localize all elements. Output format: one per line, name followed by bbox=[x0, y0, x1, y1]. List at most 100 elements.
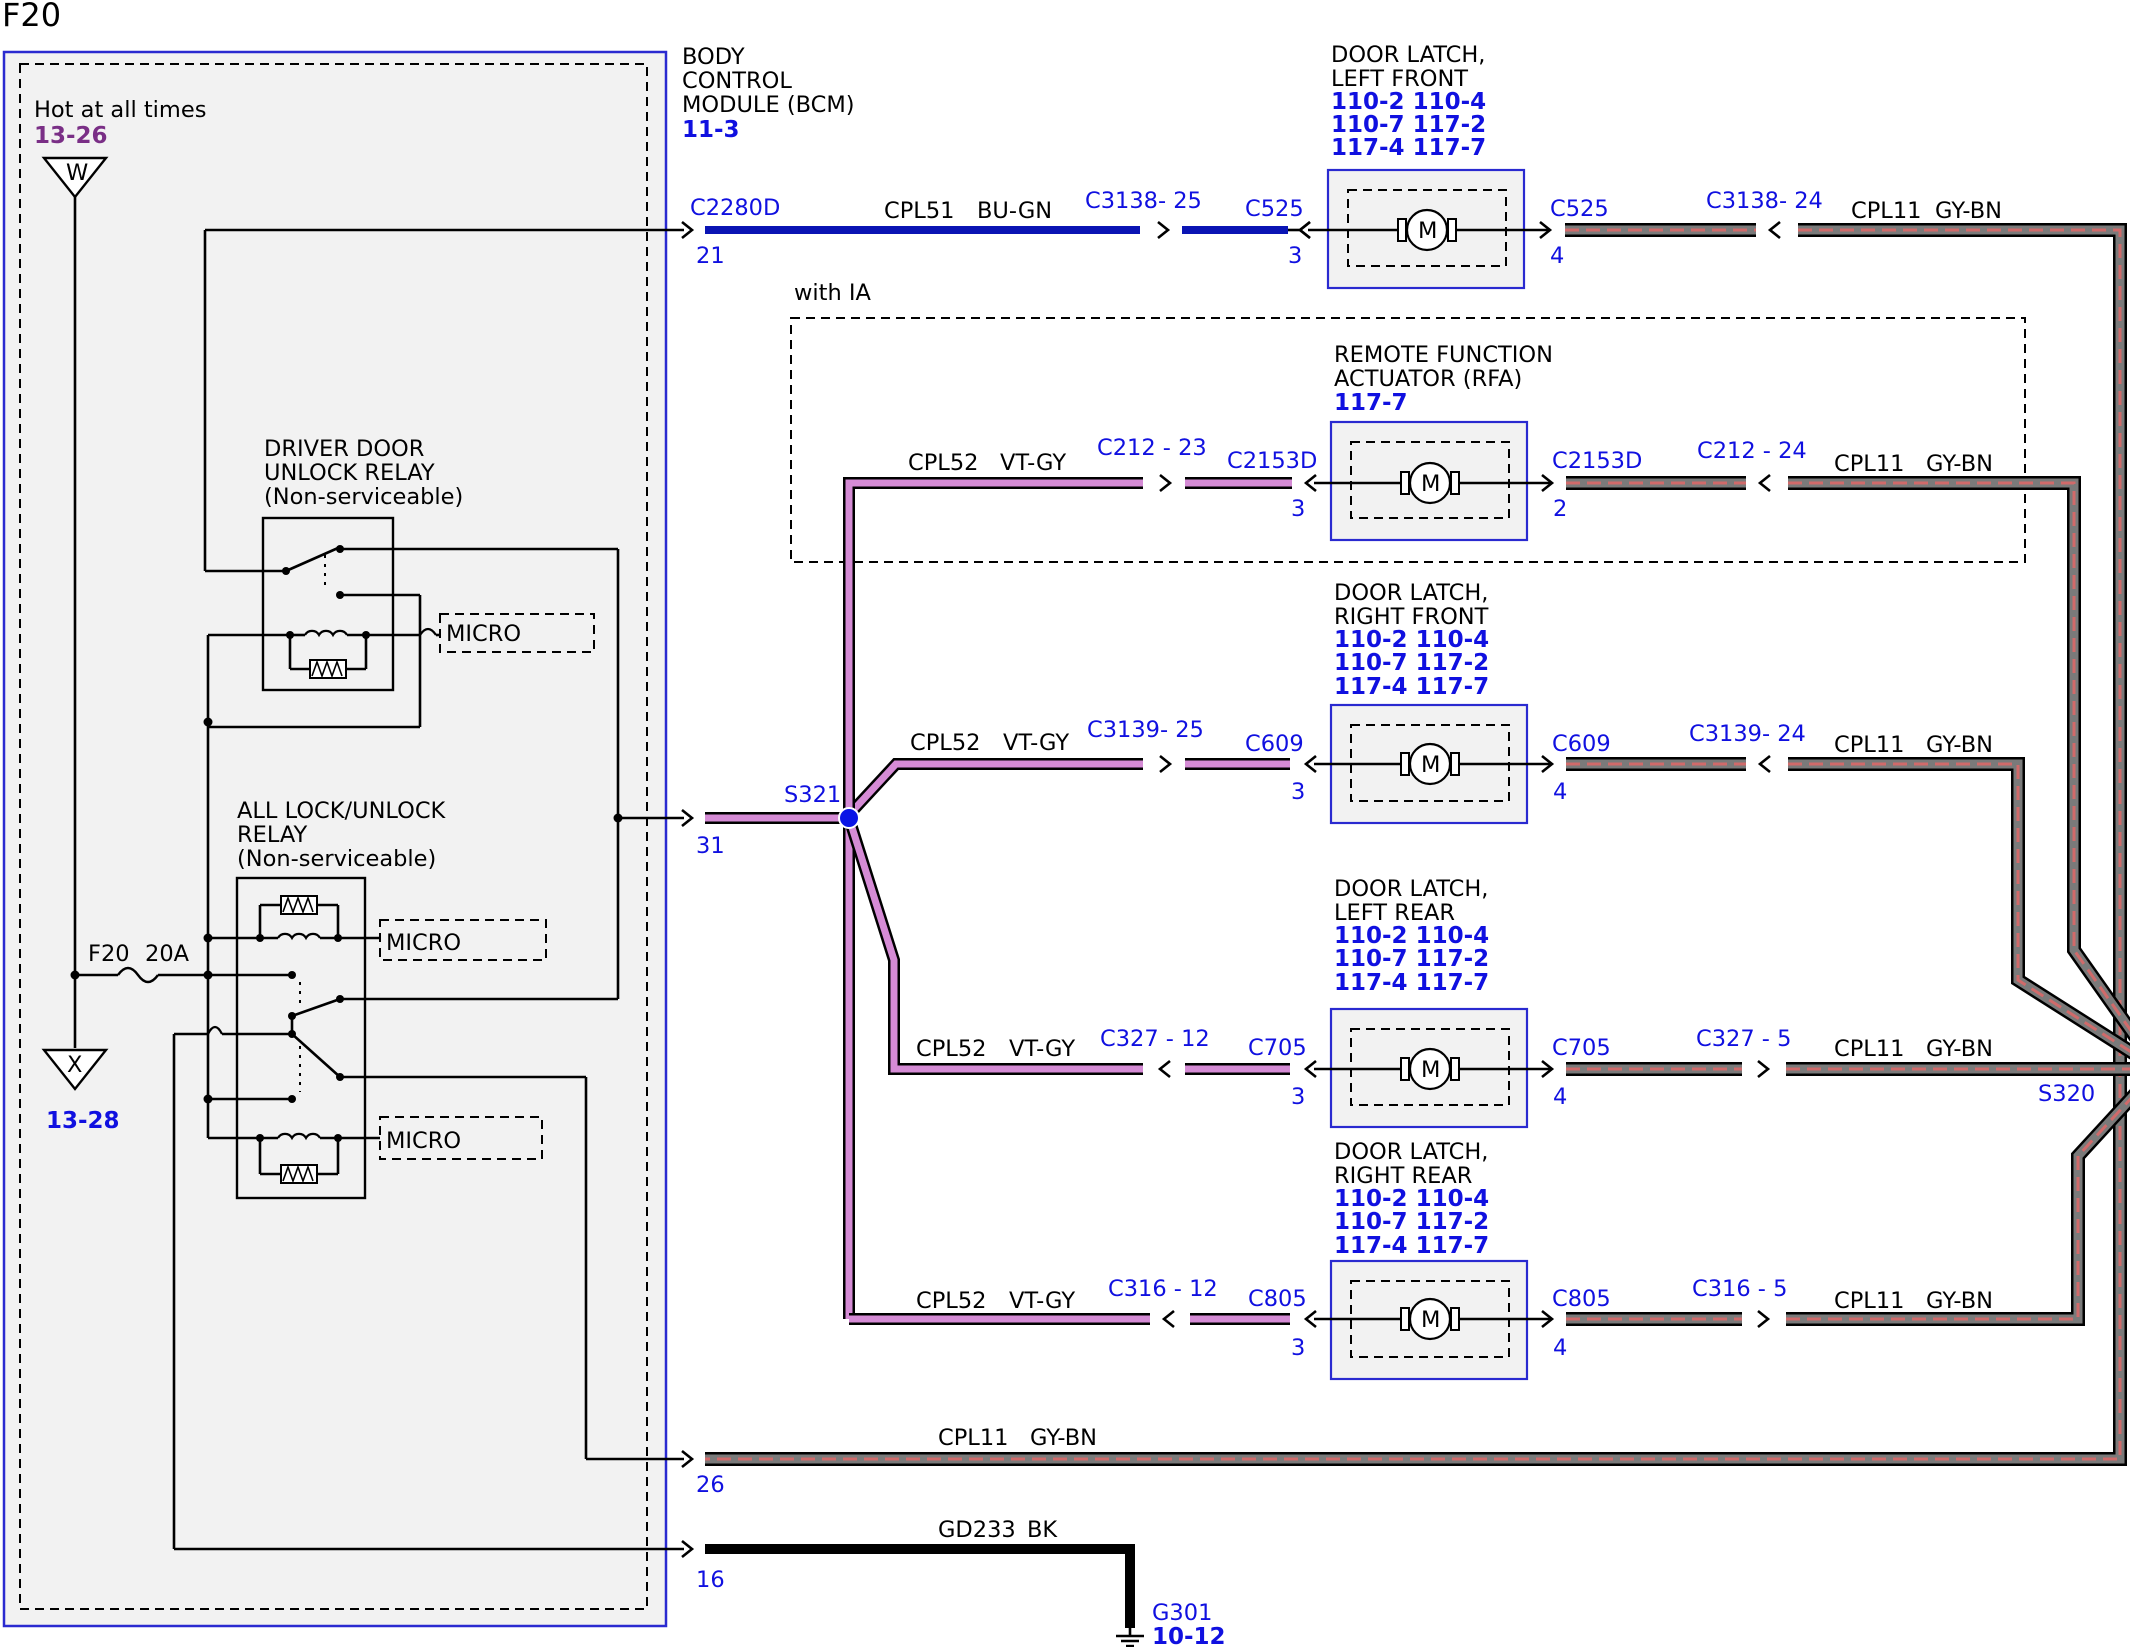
wire-cpl11 bbox=[705, 223, 2130, 1466]
row-5-right-inline: C316 - 5 bbox=[1692, 1276, 1787, 1302]
row-4-left-circuit: CPL52 bbox=[916, 1036, 986, 1062]
component-3-ref-3: 117-4 117-7 bbox=[1334, 674, 1489, 700]
component-4-ref-1: 110-2 110-4 bbox=[1334, 923, 1489, 949]
x-label: X bbox=[67, 1052, 82, 1078]
motor-5: M bbox=[1314, 1297, 1550, 1341]
component-4-ref-3: 117-4 117-7 bbox=[1334, 970, 1489, 996]
motor-3: M bbox=[1314, 742, 1550, 786]
component-5-ref-3: 117-4 117-7 bbox=[1334, 1233, 1489, 1259]
row-1-left-pin: 3 bbox=[1288, 243, 1302, 269]
component-1-ref-2: 110-7 117-2 bbox=[1331, 112, 1486, 138]
component-3-title-2: RIGHT FRONT bbox=[1334, 604, 1489, 630]
bcm-pin-26: 26 bbox=[696, 1472, 725, 1498]
relay1-line-2: UNLOCK RELAY bbox=[264, 460, 435, 486]
bcm-inner-dashed bbox=[19, 63, 648, 1610]
bcm-name-line-1: BODY bbox=[682, 44, 745, 70]
row-4-left-conn: C705 bbox=[1248, 1035, 1307, 1061]
bcm-pin-31: 31 bbox=[696, 833, 725, 859]
relay2-box bbox=[235, 876, 367, 1200]
svg-text:M: M bbox=[1418, 218, 1437, 244]
row-4-left-pin: 3 bbox=[1291, 1084, 1305, 1110]
micro-label-1: MICRO bbox=[446, 621, 521, 647]
row-5-right-circuit: CPL11 bbox=[1834, 1288, 1904, 1314]
component-4-title-2: LEFT REAR bbox=[1334, 900, 1455, 926]
motor-4: M bbox=[1314, 1047, 1550, 1091]
micro-label-3: MICRO bbox=[386, 1128, 461, 1154]
component-5-title-2: RIGHT REAR bbox=[1334, 1163, 1472, 1189]
svg-text:M: M bbox=[1421, 1057, 1440, 1083]
bcm-name-line-3: MODULE (BCM) bbox=[682, 92, 855, 118]
bcm-pin-16: 16 bbox=[696, 1567, 725, 1593]
splice-s321 bbox=[838, 807, 860, 829]
row-3-right-inline: C3139- 24 bbox=[1689, 721, 1806, 747]
row-2-left-conn: C2153D bbox=[1227, 448, 1317, 474]
ground-wire-color: BK bbox=[1027, 1517, 1058, 1543]
relay1-line-3: (Non-serviceable) bbox=[264, 484, 463, 510]
row-4-right-color: GY-BN bbox=[1926, 1036, 1993, 1062]
wire-cpl51 bbox=[705, 220, 1312, 240]
row-2-left-circuit: CPL52 bbox=[908, 450, 978, 476]
row-2-right-circuit: CPL11 bbox=[1834, 451, 1904, 477]
bcm-outline bbox=[2, 50, 668, 1628]
with-ia-label: with IA bbox=[794, 280, 872, 306]
component-2-title-2: ACTUATOR (RFA) bbox=[1334, 366, 1522, 392]
row-1-left-circuit: CPL51 bbox=[884, 198, 954, 224]
micro-box-2 bbox=[379, 919, 547, 961]
relay2-line-1: ALL LOCK/UNLOCK bbox=[237, 798, 447, 824]
hot-label: Hot at all times bbox=[34, 97, 206, 123]
row-1-right-inline: C3138- 24 bbox=[1706, 188, 1823, 214]
component-2-ref-1: 117-7 bbox=[1334, 390, 1408, 416]
svg-text:M: M bbox=[1421, 1307, 1440, 1333]
row-5-left-inline: C316 - 12 bbox=[1108, 1276, 1218, 1302]
row-5-left-color: VT-GY bbox=[1009, 1288, 1075, 1314]
bcm-pin-21: 21 bbox=[696, 243, 725, 269]
component-3-ref-2: 110-7 117-2 bbox=[1334, 650, 1489, 676]
relay1-box bbox=[261, 516, 395, 692]
component-5-ref-2: 110-7 117-2 bbox=[1334, 1209, 1489, 1235]
w-label: W bbox=[66, 160, 88, 186]
row-5-right-color: GY-BN bbox=[1926, 1288, 1993, 1314]
component-5-ref-1: 110-2 110-4 bbox=[1334, 1186, 1489, 1212]
row-3-right-conn: C609 bbox=[1552, 731, 1611, 757]
row-2-right-conn: C2153D bbox=[1552, 448, 1642, 474]
row-3-left-pin: 3 bbox=[1291, 779, 1305, 805]
component-3-title-1: DOOR LATCH, bbox=[1334, 580, 1488, 606]
hot-ref: 13-26 bbox=[34, 123, 108, 149]
bcm-name-line-2: CONTROL bbox=[682, 68, 792, 94]
row-4-right-pin: 4 bbox=[1553, 1084, 1567, 1110]
row-5-right-conn: C805 bbox=[1552, 1286, 1611, 1312]
row-3-left-inline: C3139- 25 bbox=[1087, 717, 1204, 743]
fuse-rating: 20A bbox=[145, 941, 190, 967]
splice-s320-label: S320 bbox=[2038, 1081, 2095, 1107]
bcm-connector-label: C2280D bbox=[690, 195, 780, 221]
ground-label: G301 bbox=[1152, 1600, 1212, 1626]
row-2-right-color: GY-BN bbox=[1926, 451, 1993, 477]
relay2-line-3: (Non-serviceable) bbox=[237, 846, 436, 872]
row-4-left-color: VT-GY bbox=[1009, 1036, 1075, 1062]
row-2-right-inline: C212 - 24 bbox=[1697, 438, 1807, 464]
page-id: F20 bbox=[2, 0, 61, 34]
component-4-title-1: DOOR LATCH, bbox=[1334, 876, 1488, 902]
wire-cpl52 bbox=[705, 477, 1292, 1325]
row-1-left-color: BU-GN bbox=[977, 198, 1052, 224]
x-connector-triangle bbox=[41, 1048, 109, 1091]
row-2-right-pin: 2 bbox=[1553, 496, 1567, 522]
svg-text:M: M bbox=[1421, 471, 1440, 497]
component-1-title-1: DOOR LATCH, bbox=[1331, 42, 1485, 68]
fuse-label: F20 bbox=[88, 941, 130, 967]
row-1-right-color: GY-BN bbox=[1935, 198, 2002, 224]
row-4-left-inline: C327 - 12 bbox=[1100, 1026, 1210, 1052]
row-5-left-conn: C805 bbox=[1248, 1286, 1307, 1312]
bcm-ref: 11-3 bbox=[682, 117, 740, 143]
row-5-left-circuit: CPL52 bbox=[916, 1288, 986, 1314]
component-5-title-1: DOOR LATCH, bbox=[1334, 1139, 1488, 1165]
component-1-ref-1: 110-2 110-4 bbox=[1331, 89, 1486, 115]
svg-text:M: M bbox=[1421, 752, 1440, 778]
row-3-left-color: VT-GY bbox=[1003, 730, 1069, 756]
micro-box-1 bbox=[439, 613, 595, 653]
row-3-left-circuit: CPL52 bbox=[910, 730, 980, 756]
row-1-right-conn: C525 bbox=[1550, 196, 1609, 222]
motor-2: M bbox=[1314, 461, 1550, 505]
row-2-left-inline: C212 - 23 bbox=[1097, 435, 1207, 461]
